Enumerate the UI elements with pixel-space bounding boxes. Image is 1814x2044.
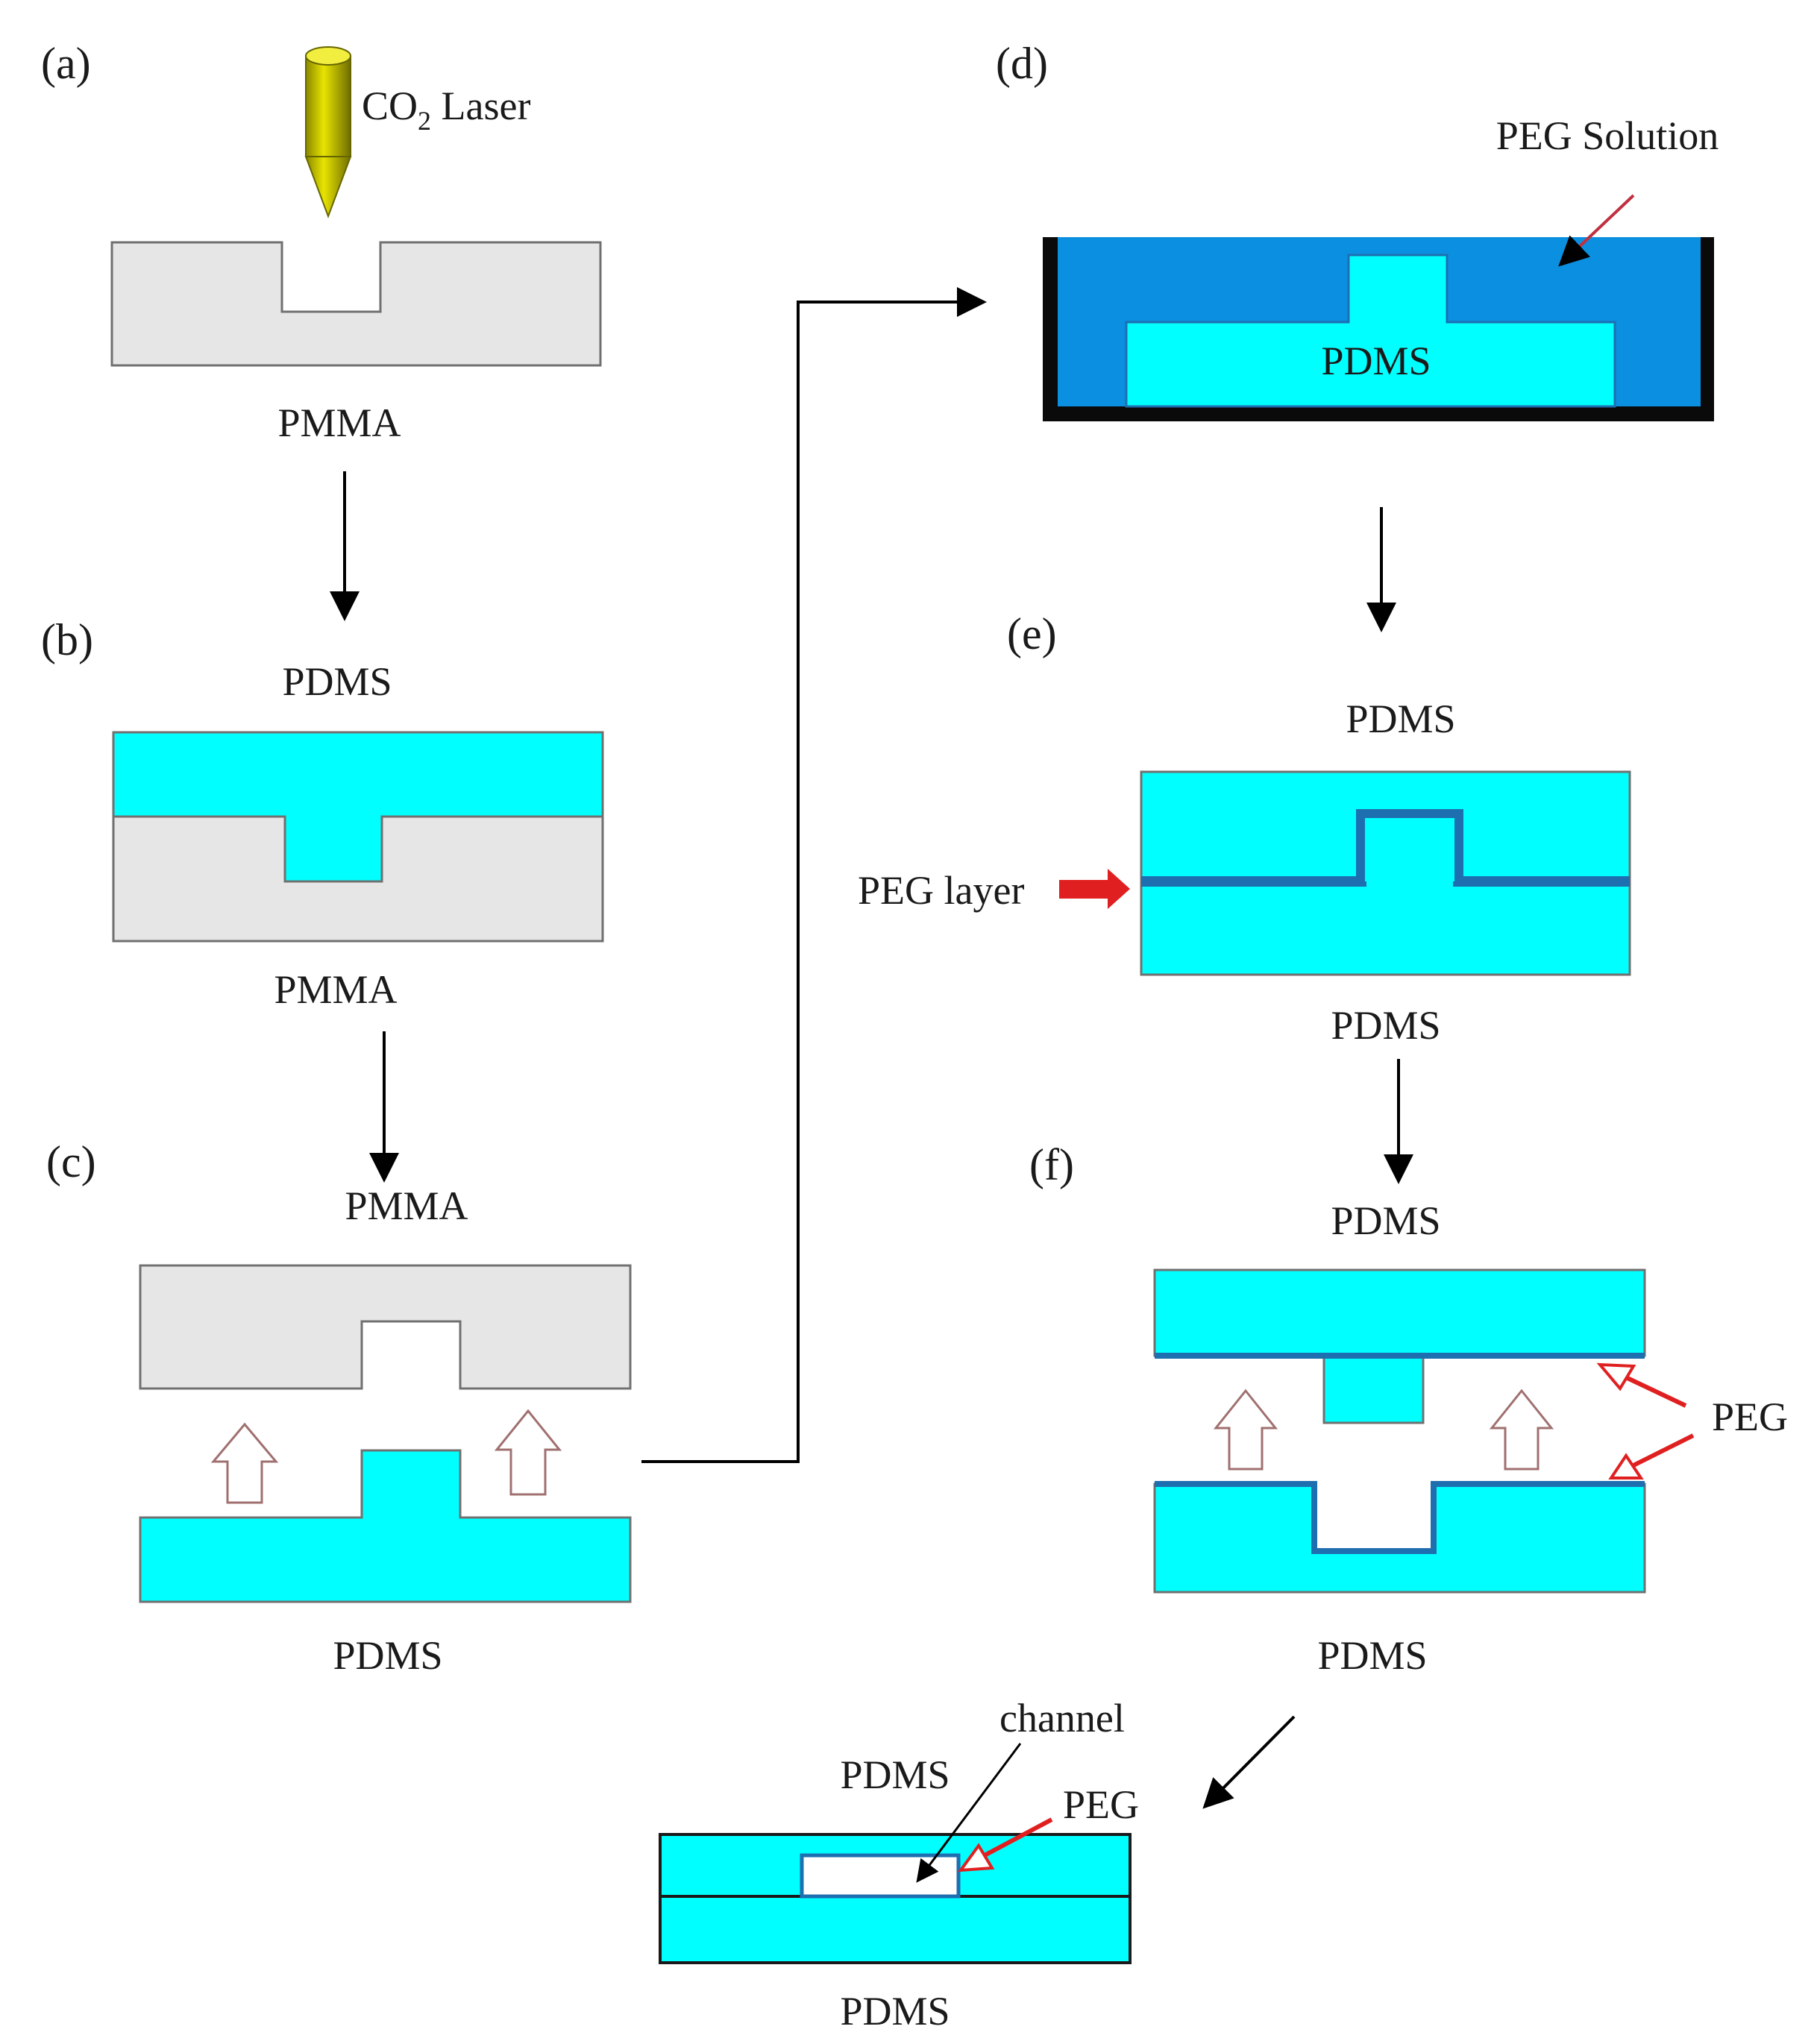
pmma-label-b: PMMA (274, 967, 397, 1012)
channel-label: channel (999, 1696, 1125, 1740)
co2-laser-label: CO2 Laser (362, 84, 530, 136)
peg-layer-label: PEG layer (858, 868, 1024, 913)
panel-label-f: (f) (1029, 1140, 1074, 1189)
pdms-label-c: PDMS (333, 1633, 442, 1678)
pdms-in-peg-solution (1125, 254, 1616, 408)
pdms-top-label-f: PDMS (1331, 1198, 1440, 1243)
pdms-label-d: PDMS (1321, 339, 1431, 383)
peg-red-pointer-bottom (1608, 1433, 1695, 1479)
peg-layer-red-arrow (1059, 869, 1130, 909)
peg-red-pointer-g (957, 1817, 1053, 1872)
panel-label-b: (b) (41, 615, 93, 664)
channel-pointer (916, 1743, 1022, 1883)
peg-line-bottom-f (1155, 1481, 1645, 1554)
pmma-label-c: PMMA (345, 1183, 468, 1228)
pdms-cast-on-pmma (112, 731, 604, 943)
co2-laser-icon (304, 46, 352, 218)
pdms-bottom-label-g: PDMS (840, 1989, 950, 2034)
pdms-bottom-half-f (1153, 1482, 1646, 1594)
pdms-replica-c (139, 1449, 632, 1603)
pdms-top-half-f (1153, 1268, 1646, 1424)
microchannel (800, 1853, 961, 1899)
peg-solution-label: PEG Solution (1496, 113, 1719, 158)
pdms-bottom-label-f: PDMS (1317, 1633, 1427, 1678)
peg-label-f: PEG (1712, 1394, 1788, 1439)
flow-arrow-f-g (1202, 1715, 1296, 1809)
pmma-mold-c (139, 1264, 632, 1390)
hollow-up-arrow-right (494, 1409, 562, 1496)
peg-red-pointer-top (1596, 1362, 1687, 1408)
pdms-label-b: PDMS (282, 659, 392, 704)
panel-label-e: (e) (1007, 609, 1057, 658)
peg-label-g: PEG (1063, 1782, 1139, 1827)
peg-solution-pointer (1558, 194, 1635, 267)
panel-label-d: (d) (996, 39, 1048, 88)
hollow-up-arrow-left (210, 1422, 279, 1504)
flow-arrow-c-d (641, 287, 987, 1463)
final-bonded-device (659, 1833, 1132, 1964)
hollow-up-arrow-left-f (1213, 1389, 1278, 1471)
pdms-top-label-e: PDMS (1346, 696, 1455, 741)
bonded-pdms-with-peg-layer (1140, 770, 1631, 976)
panel-label-c: (c) (46, 1137, 96, 1186)
pmma-label-a: PMMA (277, 400, 401, 445)
pdms-top-label-g: PDMS (840, 1752, 950, 1797)
pmma-mold-a (110, 241, 602, 367)
pdms-bottom-label-e: PDMS (1331, 1003, 1440, 1048)
hollow-up-arrow-right-f (1489, 1389, 1554, 1471)
panel-label-a: (a) (41, 39, 91, 88)
